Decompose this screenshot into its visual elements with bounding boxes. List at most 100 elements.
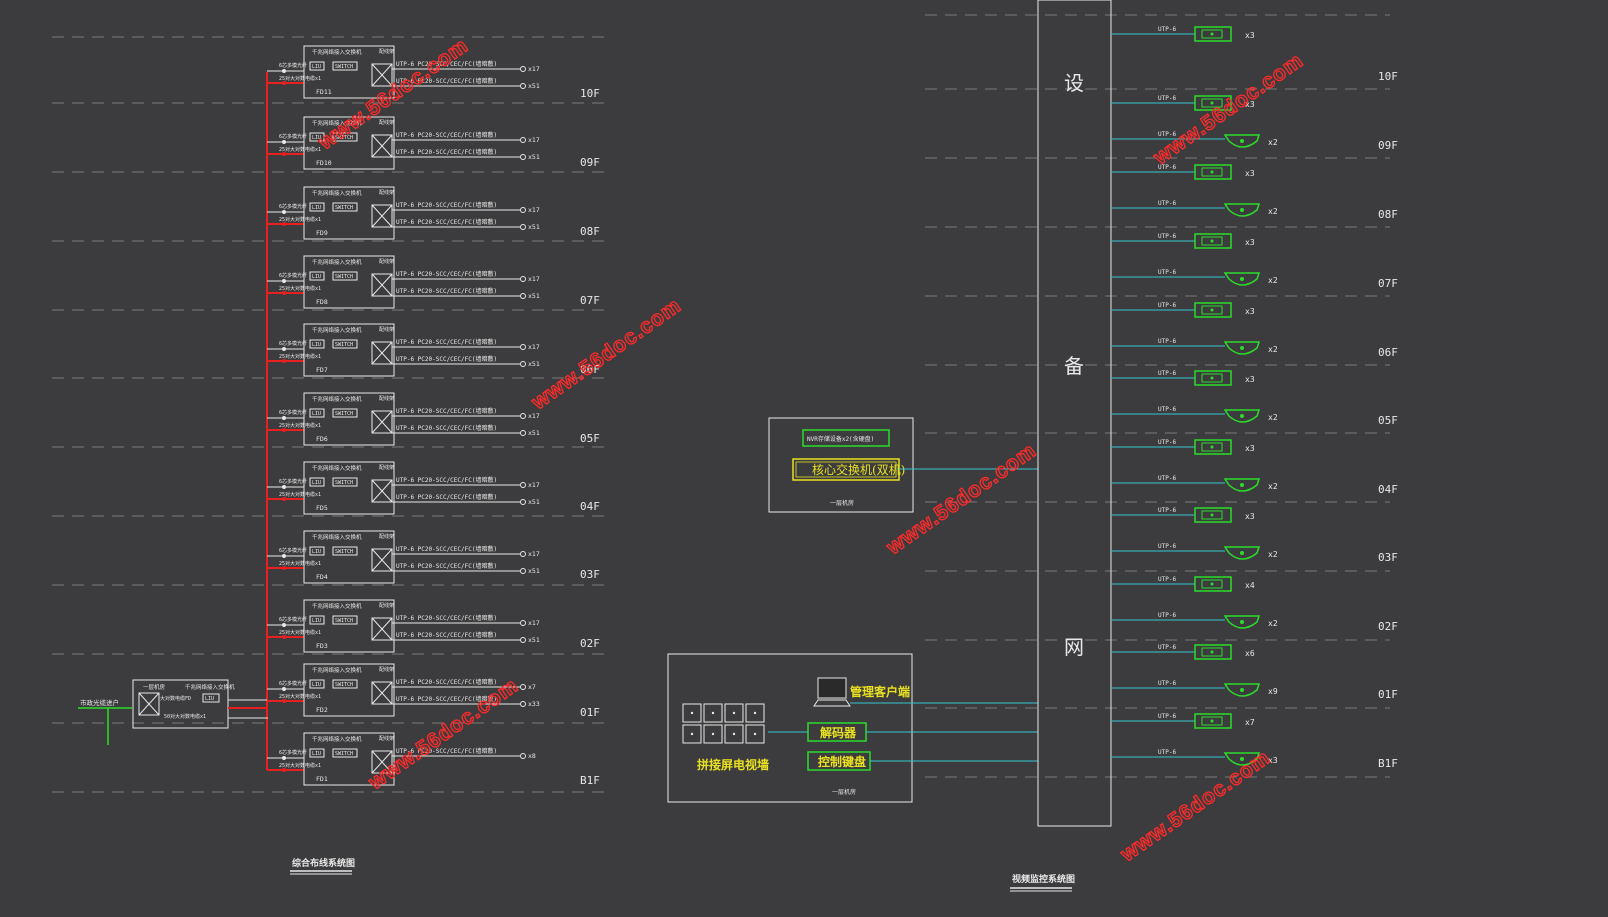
outlet-count: x33 (528, 700, 540, 708)
cable-spec-label: 25对大对数电缆x1 (279, 762, 321, 769)
patch-panel (371, 617, 393, 641)
liu-label: LIU (312, 205, 321, 211)
camera-lens (1201, 647, 1223, 657)
cable-type-label: UTP-6 PC20-SCC/CEC/FC(墙暗敷) (396, 424, 497, 432)
outlet-icon (520, 83, 526, 89)
fiber-spec-label: 6芯多模光纤 (279, 616, 307, 623)
box-camera-icon (1194, 95, 1232, 111)
screen-dot (753, 711, 757, 715)
entry-label: 市政光缆进户 (80, 698, 119, 707)
cable-spec-label: 25对大对数电缆x1 (279, 75, 321, 82)
switch-header-label: 千兆网络接入交换机 (312, 48, 362, 56)
box-camera-icon (1194, 576, 1232, 592)
switch-block (332, 202, 358, 212)
outlet-count: x51 (528, 82, 540, 90)
box-camera-icon (1194, 507, 1232, 523)
bd-cable-label: 50对大对数电缆x1 (164, 713, 206, 720)
switch-label: SWITCH (335, 480, 353, 486)
computer-icon (817, 677, 847, 699)
patch-label: 配线架 (379, 666, 394, 673)
node-dot (282, 497, 286, 501)
fd-label: FD10 (316, 159, 332, 167)
patch-label: 配线架 (379, 464, 394, 471)
camera-dot (1240, 346, 1244, 350)
switch-header-label: 千兆网络接入交换机 (312, 189, 362, 197)
outlet-count: x51 (528, 153, 540, 161)
fiber-spec-label: 6芯多模光纤 (279, 749, 307, 756)
cable-type-label: UTP-6 PC20-SCC/CEC/FC(墙暗敷) (396, 678, 497, 686)
camera-dot (1240, 688, 1244, 692)
camera-count: x3 (1245, 444, 1255, 453)
dome-camera-icon (1223, 409, 1261, 423)
fiber-spec-label: 6芯多模光纤 (279, 547, 307, 554)
fd-box (303, 392, 395, 446)
video-wall-screen (703, 703, 723, 723)
cable-type-label: UTP-6 (1158, 507, 1176, 514)
box-camera-icon (1194, 644, 1232, 660)
camera-count: x2 (1268, 207, 1278, 216)
watermark-text: www.56doc.com (527, 294, 686, 415)
switch-label: SWITCH (335, 751, 353, 757)
liu-block (309, 202, 325, 212)
outlet-count: x51 (528, 360, 540, 368)
cable-type-label: UTP-6 PC20-SCC/CEC/FC(墙暗敷) (396, 545, 497, 553)
right-title: 视频监控系统图 (1012, 873, 1075, 885)
liu-block (309, 477, 325, 487)
outlet-count: x17 (528, 206, 540, 214)
node-dot (282, 485, 286, 489)
fd-label: FD6 (316, 435, 328, 443)
switch-block (332, 546, 358, 556)
fd-box (303, 461, 395, 515)
outlet-count: x17 (528, 412, 540, 420)
box-camera-icon (1194, 713, 1232, 729)
bd-box (132, 679, 229, 729)
switch-header-label: 千兆网络接入交换机 (312, 326, 362, 334)
fiber-spec-label: 6芯多模光纤 (279, 680, 307, 687)
switch-block (332, 748, 358, 758)
node-dot (282, 756, 286, 760)
node-dot (282, 566, 286, 570)
fd-box (303, 116, 395, 170)
fd-label: FD9 (316, 229, 328, 237)
fiber-spec-label: 6芯多模光纤 (279, 409, 307, 416)
patch-label: 配线架 (379, 189, 394, 196)
camera-dot (1210, 513, 1214, 517)
cable-type-label: UTP-6 PC20-SCC/CEC/FC(墙暗敷) (396, 407, 497, 415)
dome-camera-icon (1223, 203, 1261, 217)
switch-label: SWITCH (335, 411, 353, 417)
dome-camera-icon (1223, 546, 1261, 560)
camera-count: x3 (1245, 307, 1255, 316)
camera-count: x3 (1245, 31, 1255, 40)
floor-label: 05F (1378, 414, 1398, 427)
camera-dot (1210, 308, 1214, 312)
switch-header-label: 千兆网络接入交换机 (312, 602, 362, 610)
cable-type-label: UTP-6 PC20-SCC/CEC/FC(墙暗敷) (396, 270, 497, 278)
liu-block (309, 748, 325, 758)
outlet-count: x51 (528, 223, 540, 231)
outlet-count: x17 (528, 136, 540, 144)
fd-label: FD7 (316, 366, 328, 374)
screen-dot (732, 711, 736, 715)
outlet-count: x51 (528, 636, 540, 644)
camera-lens (1201, 510, 1223, 520)
camera-dot (1210, 582, 1214, 586)
camera-count: x2 (1268, 619, 1278, 628)
patch-cross (371, 134, 393, 158)
switch-label: SWITCH (335, 274, 353, 280)
switch-header-label: 千兆网络接入交换机 (312, 119, 362, 127)
outlet-count: x7 (528, 683, 536, 691)
fiber-spec-label: 6芯多模光纤 (279, 478, 307, 485)
bd-cable-label: 大对数电缆FD (160, 695, 191, 702)
watermark-text: www.56doc.com (1116, 746, 1275, 867)
patch-label: 配线架 (379, 735, 394, 742)
outlet-count: x51 (528, 567, 540, 575)
patch-panel (371, 410, 393, 434)
outlet-icon (520, 66, 526, 72)
outlet-icon (520, 620, 526, 626)
switch-block (332, 679, 358, 689)
